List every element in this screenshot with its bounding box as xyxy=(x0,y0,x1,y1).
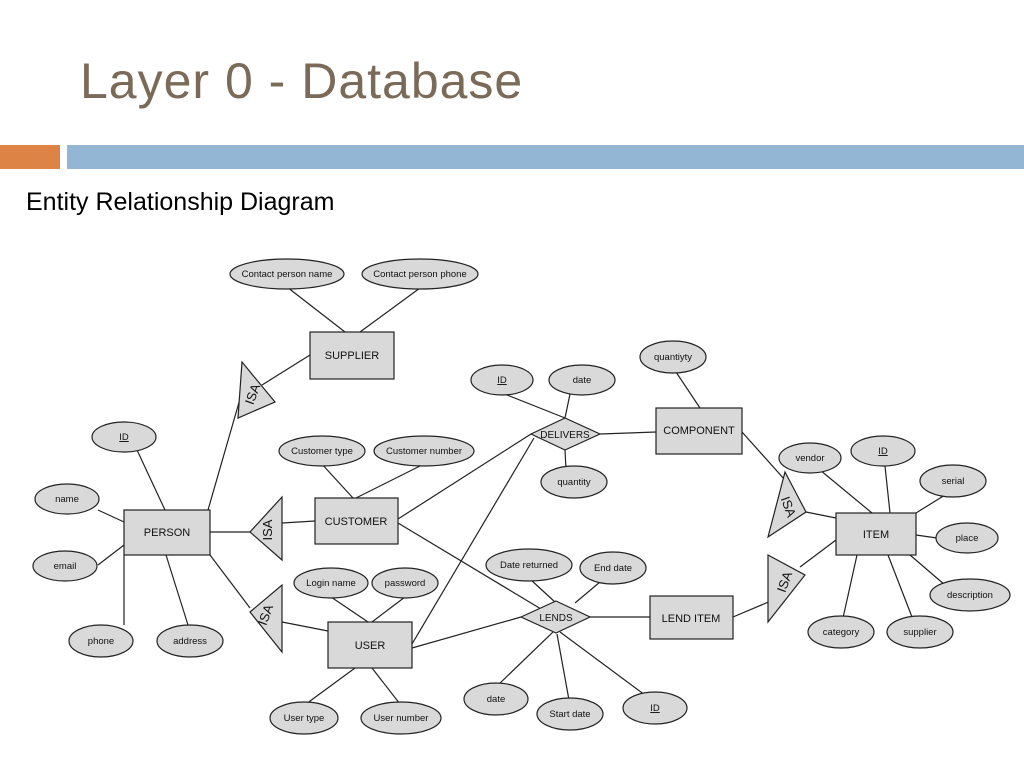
attr-end-date-label: End date xyxy=(594,563,632,574)
attr-delivers-id xyxy=(470,364,534,396)
entity-customer xyxy=(314,497,399,545)
attr-customer-type-label: Customer type xyxy=(291,446,353,457)
attr-date-returned xyxy=(485,548,573,582)
entity-customer-label: CUSTOMER xyxy=(325,516,388,528)
isa-label-supplier: ISA xyxy=(242,381,263,406)
attr-password xyxy=(371,567,439,599)
entity-lend-item xyxy=(649,595,734,640)
attr-delivers-date xyxy=(548,364,616,396)
attr-start-date xyxy=(536,697,604,731)
attr-user-number-label: User number xyxy=(374,713,429,724)
attr-place xyxy=(935,522,999,554)
accent-bar-blue xyxy=(67,145,1024,169)
slide-title: Layer 0 - Database xyxy=(80,53,524,109)
attr-category-label: category xyxy=(823,627,860,638)
attr-user-number xyxy=(360,701,442,735)
isa-label-user: ISA xyxy=(255,602,276,627)
attr-serial xyxy=(919,464,987,498)
attr-contact-person-name-label: Contact person name xyxy=(242,269,333,280)
attr-person-id-label: ID xyxy=(119,432,129,443)
attr-component-quantity xyxy=(639,340,707,374)
attr-supplier-label: supplier xyxy=(903,627,936,638)
attr-user-type xyxy=(269,701,339,735)
attr-start-date-label: Start date xyxy=(549,709,590,720)
attr-user-type-label: User type xyxy=(284,713,325,724)
attr-contact-person-name xyxy=(229,258,345,290)
relationship-delivers-label: DELIVERS xyxy=(540,430,590,441)
entity-user-label: USER xyxy=(355,640,386,652)
entity-user xyxy=(327,621,413,669)
attr-date-returned-label: Date returned xyxy=(500,560,558,571)
attr-delivers-quantity xyxy=(540,465,608,499)
attr-customer-type xyxy=(278,435,366,467)
attr-lends-id-label: ID xyxy=(650,703,660,714)
isa-triangle-lend-item xyxy=(767,553,806,624)
attr-login-name xyxy=(293,567,369,599)
entity-component xyxy=(655,407,743,455)
attr-component-quantity-label: quantiyty xyxy=(654,352,692,363)
attr-customer-number xyxy=(373,435,475,467)
isa-label-lend-item: ISA xyxy=(774,569,795,594)
accent-bar-orange xyxy=(0,145,60,169)
entity-item xyxy=(835,512,917,556)
attr-email-label: email xyxy=(54,561,77,572)
attr-name xyxy=(34,483,100,515)
attr-description xyxy=(929,578,1011,612)
attr-delivers-id-label: ID xyxy=(497,375,507,386)
attr-phone-label: phone xyxy=(88,636,114,647)
attr-end-date xyxy=(579,551,647,585)
relationship-lends-label: LENDS xyxy=(539,613,573,624)
attr-address xyxy=(156,624,224,658)
entity-lend-item-label: LEND ITEM xyxy=(662,613,721,625)
attr-delivers-date-label: date xyxy=(573,375,592,386)
isa-triangle-component xyxy=(767,470,807,539)
isa-label-customer: ISA xyxy=(260,519,275,540)
isa-triangle-customer xyxy=(249,495,283,562)
attr-name-label: name xyxy=(55,494,79,505)
attr-contact-person-phone xyxy=(361,258,479,290)
entity-person-label: PERSON xyxy=(144,527,191,539)
attr-address-label: address xyxy=(173,636,207,647)
attr-description-label: description xyxy=(947,590,993,601)
slide-subtitle: Entity Relationship Diagram xyxy=(26,188,335,216)
attr-vendor xyxy=(778,442,842,474)
attr-contact-person-phone-label: Contact person phone xyxy=(373,269,466,280)
attr-password-label: password xyxy=(385,578,426,589)
relationship-delivers xyxy=(529,417,602,451)
attr-email xyxy=(32,550,98,582)
attr-person-id xyxy=(91,421,157,453)
isa-triangle-user xyxy=(249,583,283,654)
attr-login-name-label: Login name xyxy=(306,578,356,589)
entity-person xyxy=(123,509,211,556)
attr-item-id xyxy=(850,435,916,467)
attr-category xyxy=(807,615,875,649)
attr-lends-id xyxy=(622,691,688,725)
attr-item-id-label: ID xyxy=(878,446,888,457)
entity-supplier xyxy=(309,331,395,380)
attr-vendor-label: vendor xyxy=(795,453,824,464)
attr-customer-number-label: Customer number xyxy=(386,446,462,457)
attr-place-label: place xyxy=(956,533,979,544)
isa-triangle-supplier xyxy=(237,360,276,419)
attr-serial-label: serial xyxy=(942,476,965,487)
attr-supplier xyxy=(886,615,954,649)
attr-lends-date xyxy=(463,682,529,716)
entity-item-label: ITEM xyxy=(863,529,889,541)
attr-phone xyxy=(68,624,134,658)
entity-component-label: COMPONENT xyxy=(663,425,735,437)
attr-lends-date-label: date xyxy=(487,694,506,705)
isa-label-component: ISA xyxy=(778,494,799,519)
relationship-lends xyxy=(519,600,592,634)
entity-supplier-label: SUPPLIER xyxy=(325,350,379,362)
connector-lines xyxy=(97,286,946,705)
attr-delivers-quantity-label: quantity xyxy=(557,477,591,488)
